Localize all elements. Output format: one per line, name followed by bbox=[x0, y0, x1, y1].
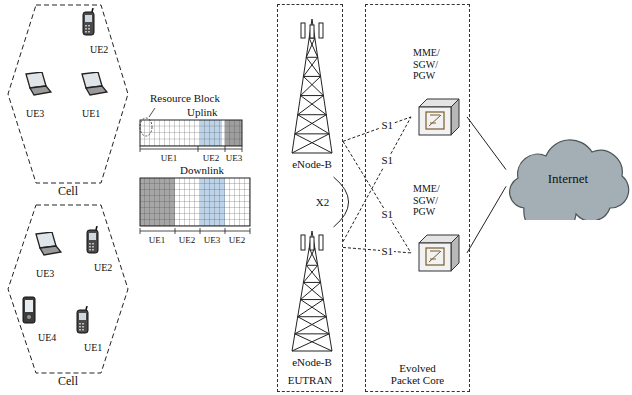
laptop-icon bbox=[22, 72, 52, 96]
connector bbox=[467, 117, 506, 170]
connector-label: S1 bbox=[380, 119, 394, 132]
node-label: Evolved Packet Core bbox=[386, 362, 450, 387]
network-domain: Evolved Packet Core MME/ SGW/ PGW MME/ SGW… bbox=[365, 4, 470, 392]
node-label: MME/ SGW/ PGW bbox=[413, 47, 449, 82]
connector-label: X2 bbox=[315, 196, 330, 209]
annotation-label: UE3 bbox=[204, 235, 221, 245]
tower-icon bbox=[284, 15, 340, 155]
node-label: eNode-B bbox=[284, 356, 340, 369]
tower-icon bbox=[284, 227, 340, 353]
internet-cloud: Internet bbox=[506, 136, 632, 220]
user-equipment: UE3 bbox=[30, 232, 70, 284]
cell-hexagon bbox=[6, 204, 130, 376]
phone-icon bbox=[80, 8, 96, 36]
annotation-label: UE1 bbox=[149, 235, 166, 245]
pda-icon bbox=[22, 296, 36, 324]
user-equipment: UE2 bbox=[78, 8, 118, 60]
annotation-label: UE2 bbox=[229, 235, 246, 245]
connector bbox=[343, 117, 411, 141]
user-equipment: UE1 bbox=[76, 72, 116, 124]
enodeb-tower: eNode-B bbox=[284, 15, 343, 177]
laptop-icon bbox=[32, 232, 62, 256]
annotation-label: UE2 bbox=[203, 153, 220, 163]
annotation-label: UE2 bbox=[179, 235, 196, 245]
node-label: eNode-B bbox=[284, 158, 340, 171]
core-gateway: MME/ SGW/ PGW bbox=[411, 183, 467, 275]
node-label: MME/ SGW/ PGW bbox=[413, 183, 449, 218]
node-label: Cell bbox=[6, 185, 130, 199]
node-label: UE1 bbox=[82, 108, 100, 120]
allocation-brackets bbox=[140, 146, 250, 234]
downlink-grid bbox=[140, 178, 250, 226]
node-label: UE4 bbox=[38, 332, 56, 344]
gateway-icon bbox=[417, 233, 461, 273]
annotation-label: UE1 bbox=[161, 153, 178, 163]
cell-region: Cell UE2UE3 UE1 bbox=[6, 4, 133, 204]
phone-icon bbox=[84, 226, 100, 254]
annotation-label: Resource Block bbox=[150, 92, 220, 105]
core-gateway: MME/ SGW/ PGW bbox=[411, 47, 467, 139]
connector-label: S1 bbox=[380, 154, 394, 167]
connector bbox=[343, 247, 411, 252]
user-equipment: UE3 bbox=[20, 72, 60, 124]
cell-region: Cell UE3 UE2UE4UE1 bbox=[6, 204, 133, 394]
network-domain: EUTRAN eNode-B eNode-B bbox=[277, 4, 343, 392]
uplink-grid bbox=[140, 120, 242, 146]
annotation-label: Uplink bbox=[187, 106, 218, 119]
annotation-label: Downlink bbox=[180, 164, 224, 177]
user-equipment: UE2 bbox=[82, 226, 122, 278]
node-label: UE2 bbox=[94, 262, 112, 274]
connector bbox=[467, 186, 506, 253]
node-label: UE2 bbox=[90, 44, 108, 56]
node-label: Cell bbox=[6, 375, 130, 389]
phone-icon bbox=[74, 306, 90, 334]
enodeb-tower: eNode-B bbox=[284, 227, 343, 373]
cell-hexagon bbox=[6, 4, 130, 186]
node-label: Internet bbox=[506, 172, 630, 187]
connector bbox=[334, 177, 349, 227]
node-label: UE1 bbox=[84, 342, 102, 354]
connector-label: S1 bbox=[380, 245, 394, 258]
user-equipment: UE4 bbox=[20, 296, 60, 348]
connector bbox=[343, 117, 411, 242]
node-label: EUTRAN bbox=[280, 374, 340, 387]
connector bbox=[343, 141, 411, 253]
annotation-label: UE3 bbox=[226, 153, 243, 163]
node-label: UE3 bbox=[36, 268, 54, 280]
laptop-icon bbox=[78, 72, 108, 96]
user-equipment: UE1 bbox=[72, 306, 112, 358]
resource-block-callout bbox=[140, 108, 155, 136]
gateway-icon bbox=[417, 97, 461, 137]
connector-label: S1 bbox=[380, 208, 394, 221]
node-label: UE3 bbox=[26, 108, 44, 120]
